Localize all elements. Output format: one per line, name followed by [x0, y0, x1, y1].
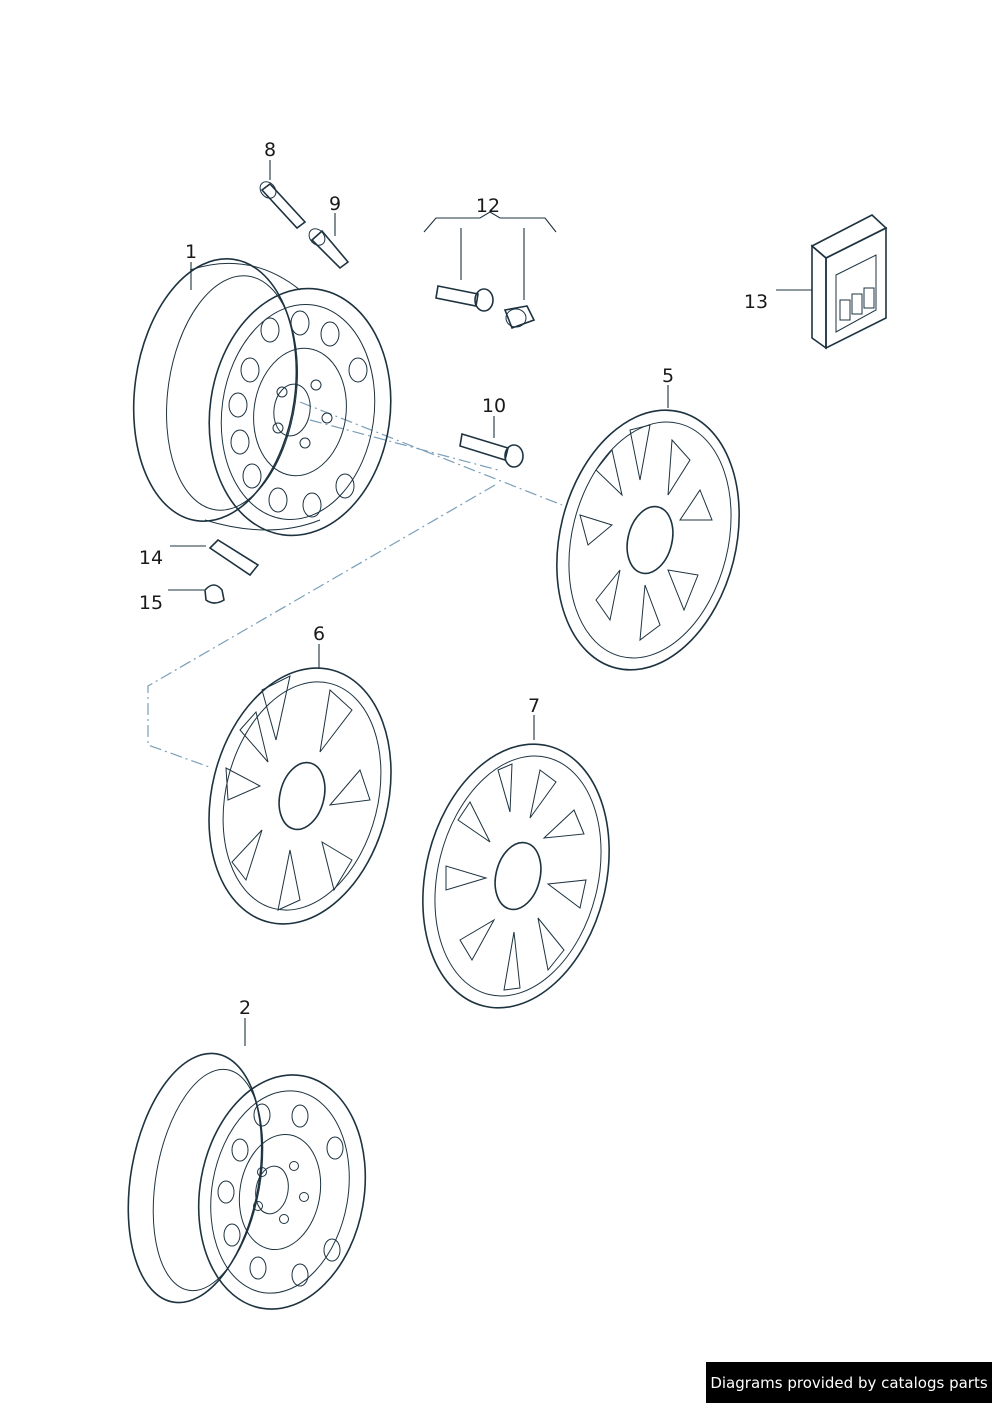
- callout-5: 5: [662, 365, 674, 387]
- tyre-valve-8: [259, 181, 307, 230]
- watermark-label: Diagrams provided by catalogs parts: [706, 1362, 992, 1403]
- wheel-bolt-10: [459, 432, 524, 468]
- leader-lines: [168, 160, 812, 1046]
- callout-14: 14: [139, 547, 163, 569]
- callout-9: 9: [329, 193, 341, 215]
- wheel-cover-5: [556, 409, 740, 671]
- callout-6: 6: [313, 623, 325, 645]
- assembly-lines: [147, 401, 563, 769]
- callout-8: 8: [264, 139, 276, 161]
- balance-weight-15: [204, 584, 225, 604]
- callout-15: 15: [139, 592, 163, 614]
- steel-wheel-2: [127, 1052, 367, 1310]
- callout-1: 1: [185, 241, 197, 263]
- wheel-cover-7: [422, 743, 610, 1009]
- locking-bolt-kit-13: [810, 214, 888, 350]
- callout-7: 7: [528, 695, 540, 717]
- callout-12: 12: [476, 195, 500, 217]
- wheel-cover-6: [208, 667, 392, 925]
- callouts: 1 8 9 12 13 5 10 14 15 6 7 2: [139, 139, 768, 1019]
- steel-wheel-1: [132, 258, 392, 537]
- callout-2: 2: [239, 997, 251, 1019]
- wheel-nut-12b: [503, 305, 536, 330]
- callout-13: 13: [744, 291, 768, 313]
- balance-weight-14: [208, 538, 260, 577]
- callout-10: 10: [482, 395, 506, 417]
- wheel-bolt-12a: [435, 285, 494, 312]
- valve-extension-9: [308, 228, 350, 270]
